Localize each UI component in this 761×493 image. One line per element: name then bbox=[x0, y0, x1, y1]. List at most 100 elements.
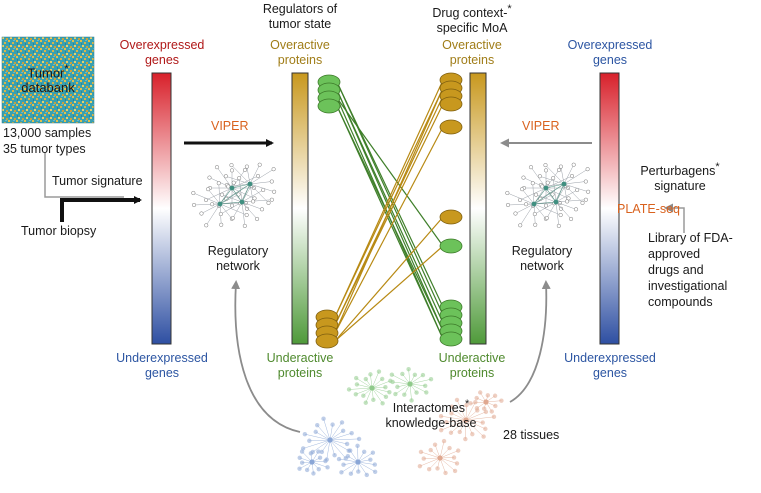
regulatory-network-left-graphic bbox=[191, 162, 277, 228]
interactome-node bbox=[346, 387, 352, 392]
interactome-node bbox=[409, 398, 414, 403]
tumor-biopsy-arrow bbox=[60, 196, 142, 222]
interactome-node bbox=[353, 392, 359, 397]
network-node bbox=[543, 168, 549, 173]
tumor-databank-line1: Tumor bbox=[27, 65, 65, 81]
interactome-node bbox=[368, 457, 373, 462]
network-node bbox=[524, 202, 529, 207]
network-node bbox=[583, 197, 588, 202]
interactome-node bbox=[368, 372, 373, 377]
tumor-databank-image bbox=[1, 36, 95, 124]
library-label: Library of FDA- approved drugs and inves… bbox=[648, 231, 733, 309]
network-hub bbox=[553, 199, 559, 205]
network-node bbox=[219, 222, 224, 227]
interactome-hub bbox=[369, 385, 375, 391]
interactome-node bbox=[307, 438, 312, 443]
interactome-node bbox=[363, 400, 368, 405]
network-node bbox=[219, 192, 225, 197]
interactome-node bbox=[463, 436, 468, 442]
interactome-node bbox=[485, 393, 491, 398]
interactome-node bbox=[330, 422, 335, 427]
interactome-node bbox=[493, 403, 498, 409]
network-node bbox=[271, 167, 276, 172]
interactome-node bbox=[372, 469, 378, 475]
right-expression-gradient-bar bbox=[599, 72, 620, 345]
network-node bbox=[204, 223, 209, 228]
interactome-node bbox=[383, 394, 389, 400]
interactome-node bbox=[438, 414, 444, 419]
protein-node bbox=[315, 333, 339, 349]
interactome-node bbox=[435, 466, 440, 471]
interactome-to-right-network-arrow bbox=[509, 280, 551, 403]
network-node bbox=[237, 176, 242, 181]
network-node bbox=[266, 200, 271, 205]
interactome-hub bbox=[355, 459, 361, 465]
interactome-node bbox=[432, 442, 438, 447]
tumor-databank-line2: databank bbox=[21, 80, 75, 96]
network-node bbox=[533, 192, 539, 197]
interactome-node bbox=[402, 392, 407, 397]
network-node bbox=[586, 189, 591, 194]
interactome-node bbox=[354, 382, 360, 387]
perturbagens-signature-label: Perturbagens*signature bbox=[640, 161, 720, 194]
interactome-node bbox=[478, 390, 483, 395]
network-node bbox=[537, 174, 542, 179]
interactome-node bbox=[426, 467, 432, 472]
interactome-node bbox=[315, 422, 320, 428]
interactome-node bbox=[468, 401, 473, 406]
interactome-node bbox=[370, 450, 376, 455]
protein-link bbox=[336, 105, 444, 332]
interactome-node bbox=[371, 397, 376, 403]
network-node bbox=[216, 181, 221, 186]
interactome-node bbox=[444, 420, 449, 425]
interactome-node bbox=[481, 434, 486, 439]
network-node bbox=[569, 216, 574, 222]
network-node bbox=[214, 165, 220, 170]
protein-node bbox=[439, 331, 463, 347]
interactome-node bbox=[356, 469, 361, 474]
network-node bbox=[556, 167, 562, 173]
left-protein-activity-bar bbox=[291, 72, 309, 345]
network-node bbox=[528, 165, 534, 170]
viper-left-label: VIPER bbox=[211, 119, 249, 133]
interactome-node bbox=[400, 371, 405, 377]
interactome-node bbox=[393, 391, 398, 397]
interactome-node bbox=[313, 429, 318, 435]
network-hub bbox=[247, 181, 253, 187]
interactome-node bbox=[316, 466, 321, 472]
network-node bbox=[206, 187, 211, 192]
interactome-node bbox=[499, 398, 504, 403]
interactome-node bbox=[323, 458, 328, 464]
network-node bbox=[207, 175, 212, 180]
interactome-node bbox=[449, 411, 454, 416]
network-node bbox=[545, 180, 550, 185]
network-node bbox=[210, 202, 215, 207]
network-node bbox=[244, 164, 249, 169]
network-node bbox=[558, 206, 564, 211]
interactome-node bbox=[304, 467, 310, 473]
interactome-node bbox=[308, 451, 314, 456]
interactome-node bbox=[376, 369, 382, 374]
protein-node bbox=[439, 96, 463, 112]
protein-node bbox=[439, 119, 463, 135]
interactome-node bbox=[424, 390, 429, 395]
network-node bbox=[191, 202, 197, 208]
interactome-hub bbox=[437, 455, 443, 461]
network-node bbox=[569, 173, 575, 179]
viper-right-label: VIPER bbox=[522, 119, 560, 133]
protein-node bbox=[439, 209, 463, 225]
interactome-node bbox=[341, 462, 346, 467]
interactome-node bbox=[417, 463, 423, 469]
interactome-node bbox=[355, 443, 360, 449]
interactome-node bbox=[336, 456, 342, 462]
network-node bbox=[558, 164, 563, 169]
protein-link bbox=[336, 97, 444, 247]
network-node bbox=[521, 175, 526, 180]
interactome-node bbox=[438, 427, 444, 433]
network-node bbox=[571, 162, 576, 167]
interactome-node bbox=[428, 376, 434, 382]
interactome-node bbox=[348, 448, 353, 453]
regulatory-network-right-graphic bbox=[505, 162, 591, 228]
